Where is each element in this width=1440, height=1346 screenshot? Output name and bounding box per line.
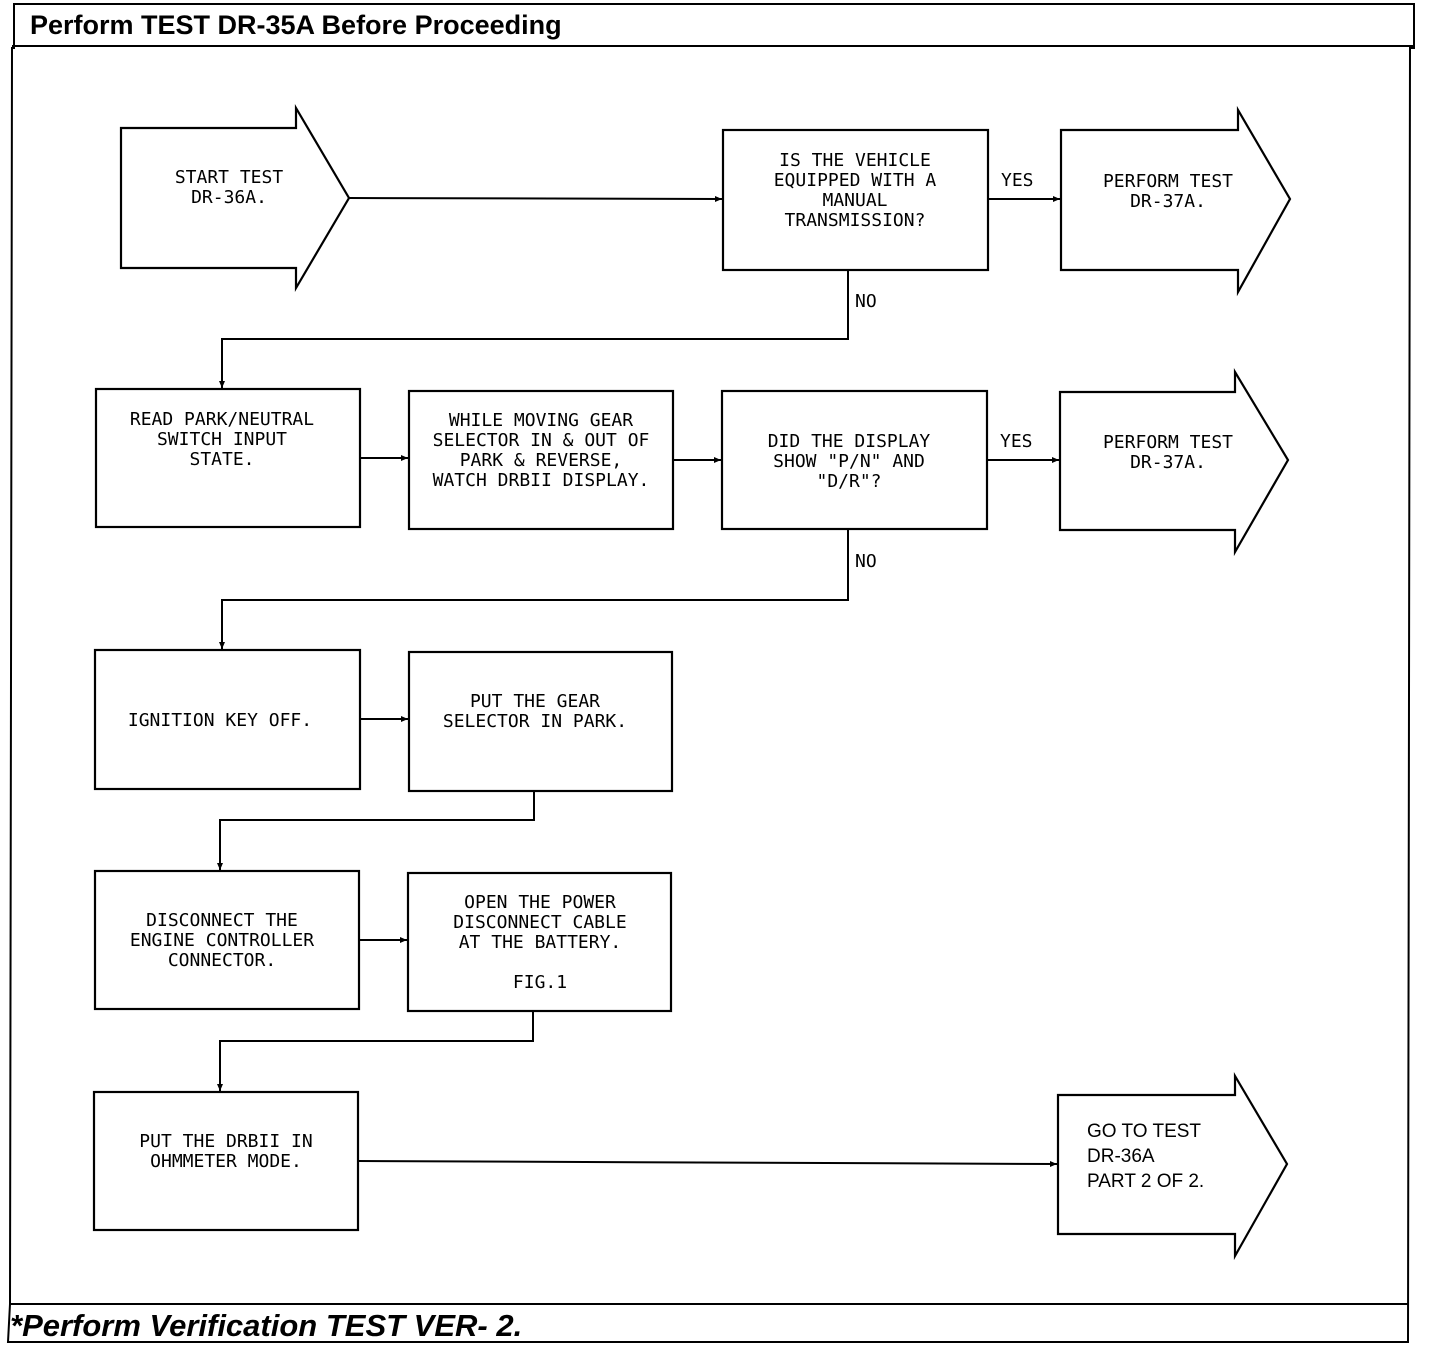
connector-q2-no <box>221 530 849 649</box>
put-drbii-text-line: OHMMETER MODE. <box>150 1151 302 1172</box>
arrowhead <box>1053 196 1060 202</box>
while-moving-text-line: WATCH DRBII DISPLAY. <box>433 470 650 491</box>
arrowhead <box>715 196 722 202</box>
arrowhead <box>219 642 225 649</box>
q-display-text-line: "D/R"? <box>816 471 881 492</box>
open-power-text-line: OPEN THE POWER <box>464 892 616 913</box>
perform-37-text-2-line: PERFORM TEST <box>1103 432 1233 453</box>
start-test-text-line: START TEST <box>175 167 284 188</box>
ignition-text: IGNITION KEY OFF. <box>128 710 312 731</box>
connectors <box>219 197 1060 1165</box>
connector-q1-no <box>221 270 849 388</box>
arrowhead <box>401 716 408 722</box>
while-moving-text-line: PARK & REVERSE, <box>460 450 623 471</box>
ignition-text-line: IGNITION KEY OFF. <box>128 710 312 731</box>
open-power-box <box>406 871 673 1013</box>
page-title: Perform TEST DR-35A Before Proceeding <box>30 10 562 40</box>
disconnect-text-line: ENGINE CONTROLLER <box>130 930 314 951</box>
open-power-text-line: AT THE BATTERY. <box>459 932 622 953</box>
disconnect-box <box>93 869 361 1011</box>
open-power-text-line: FIG.1 <box>513 972 567 993</box>
yes-label-1: YES <box>1001 170 1034 191</box>
goto-text-line: DR-36A <box>1087 1146 1155 1167</box>
perform-37-text-1-line: PERFORM TEST <box>1103 171 1233 192</box>
read-park-box <box>94 387 362 529</box>
perform-37-text-1-line: DR-37A. <box>1130 191 1206 212</box>
arrowhead <box>714 457 721 463</box>
goto-arrow-shape <box>1056 1071 1289 1261</box>
q-manual-text-line: TRANSMISSION? <box>785 210 926 231</box>
arrowhead <box>1052 457 1059 463</box>
start-test-text-line: DR-36A. <box>191 187 267 208</box>
put-gear-box <box>407 650 674 793</box>
ignition-box <box>93 648 362 791</box>
no-label-1: NO <box>855 291 877 312</box>
arrowheads <box>217 196 1060 1167</box>
arrowhead <box>217 1084 223 1091</box>
q-manual-text-line: MANUAL <box>822 190 887 211</box>
disconnect-text-line: DISCONNECT THE <box>146 910 298 931</box>
connector-drbii-to-goto <box>357 1160 1058 1165</box>
disconnect-text-line: CONNECTOR. <box>168 950 276 971</box>
read-park-text-line: STATE. <box>189 449 254 470</box>
while-moving-text-line: SELECTOR IN & OUT OF <box>433 430 650 451</box>
read-park-text-line: SWITCH INPUT <box>157 429 287 450</box>
read-park-text-line: READ PARK/NEUTRAL <box>130 409 314 430</box>
put-drbii-text-line: PUT THE DRBII IN <box>139 1131 312 1152</box>
connector-start-to-q1 <box>348 197 723 200</box>
q-display-text-line: DID THE DISPLAY <box>768 431 931 452</box>
yes-label-2: YES <box>1000 431 1033 452</box>
put-gear-text-line: SELECTOR IN PARK. <box>443 711 627 732</box>
q-display-box <box>720 389 989 531</box>
no-label-2: NO <box>855 551 877 572</box>
goto-text: GO TO TEST DR-36A PART 2 OF 2. <box>1087 1121 1204 1192</box>
q-manual-text-line: IS THE VEHICLE <box>779 150 931 171</box>
put-gear-text-line: PUT THE GEAR <box>470 691 600 712</box>
arrowhead <box>217 863 223 870</box>
perform-37-arrow-1-shape <box>1059 105 1292 297</box>
put-drbii-box <box>92 1090 360 1232</box>
while-moving-box <box>407 389 675 531</box>
q-display-text-line: SHOW "P/N" AND <box>773 451 925 472</box>
arrowhead <box>1050 1161 1057 1167</box>
open-power-text-line: DISCONNECT CABLE <box>453 912 626 933</box>
q-manual-box <box>721 128 990 272</box>
start-arrow-shape <box>119 103 351 293</box>
while-moving-text-line: WHILE MOVING GEAR <box>449 410 633 431</box>
outer-frame <box>6 3 1415 1343</box>
arrowhead <box>219 381 225 388</box>
arrowhead <box>400 937 407 943</box>
perform-37-arrow-2-shape <box>1058 368 1290 557</box>
footer-note: *Perform Verification TEST VER- 2. <box>10 1308 522 1343</box>
q-manual-text-line: EQUIPPED WITH A <box>774 170 937 191</box>
connector-open-to-drbii <box>219 1012 534 1091</box>
goto-text-line: PART 2 OF 2. <box>1087 1171 1204 1192</box>
perform-37-text-2-line: DR-37A. <box>1130 452 1206 473</box>
connector-put-to-disconnect <box>219 792 535 870</box>
goto-text-line: GO TO TEST <box>1087 1121 1201 1142</box>
arrowhead <box>401 455 408 461</box>
